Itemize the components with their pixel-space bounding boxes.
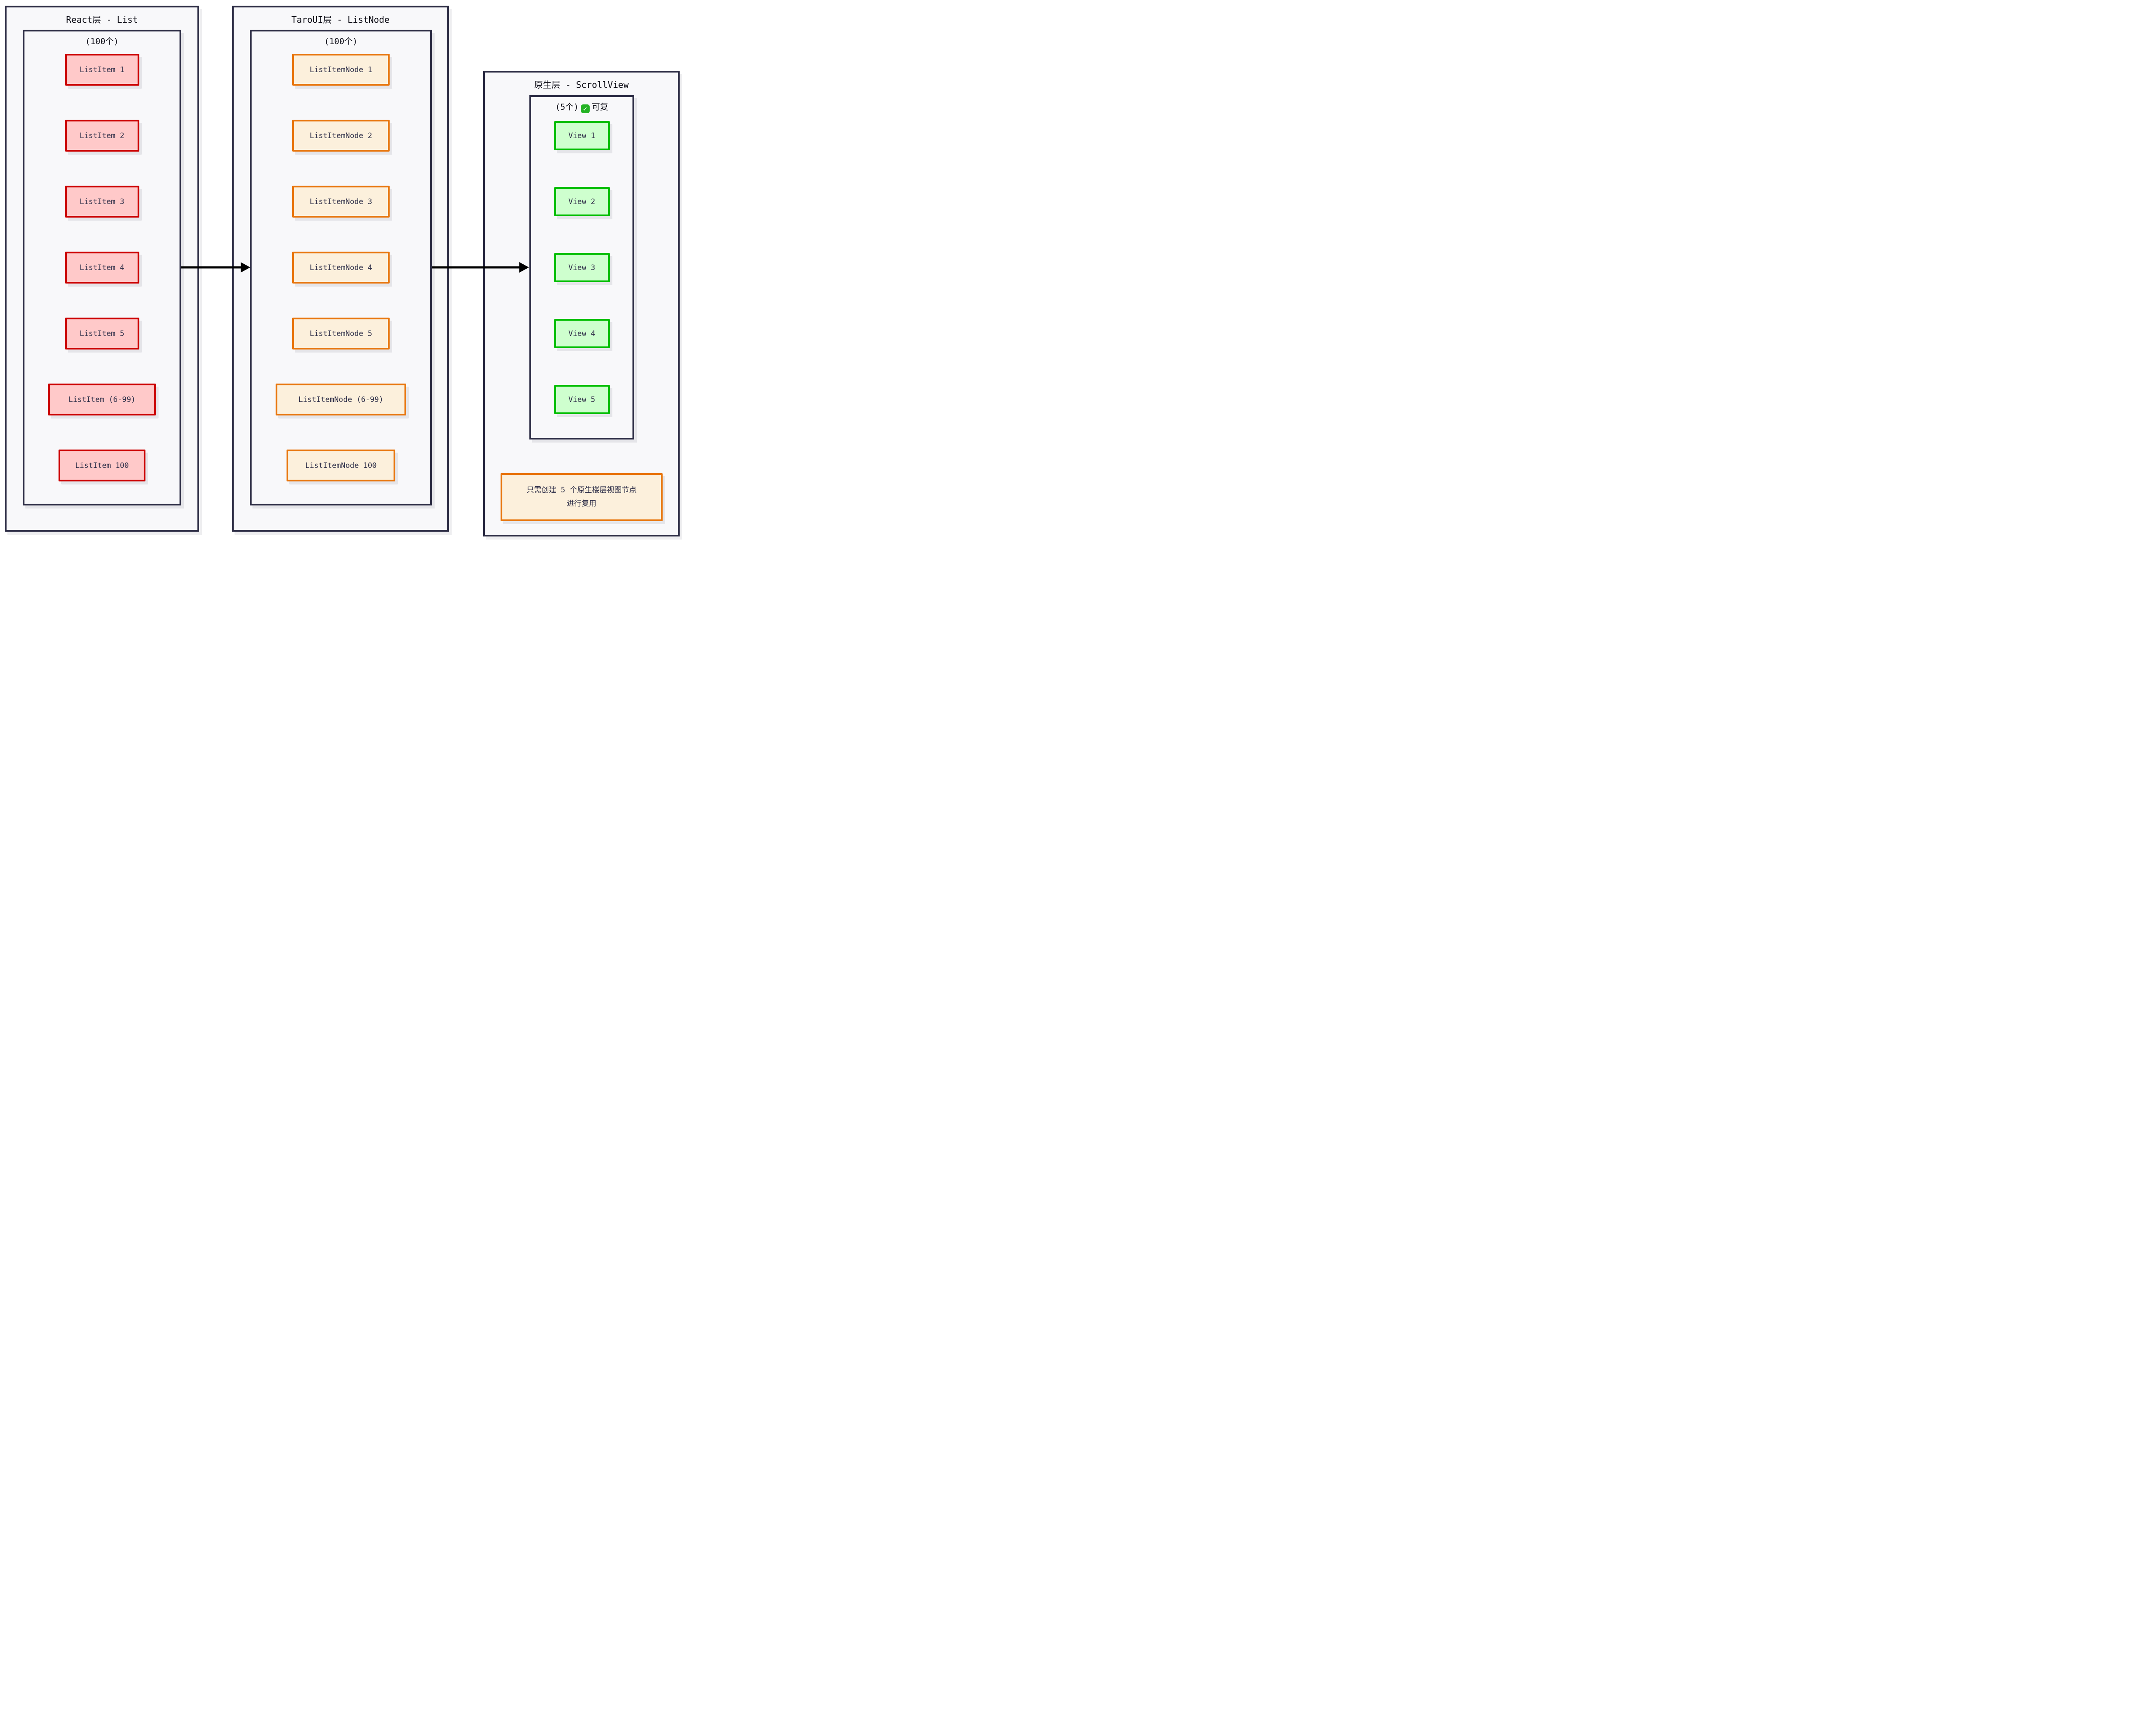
list-item-box: ListItem 5 bbox=[65, 318, 139, 349]
list-item-box: ListItem 4 bbox=[65, 252, 139, 284]
taroui-list-container: (100个) ListItemNode 1 ListItemNode 2 Lis… bbox=[250, 30, 432, 505]
list-item-box: ListItem 100 bbox=[59, 450, 145, 481]
react-count-label: (100个) bbox=[85, 37, 119, 46]
list-item-node-box: ListItemNode 4 bbox=[292, 252, 390, 284]
react-layer-panel: React层 - List (100个) ListItem 1 ListItem… bbox=[5, 6, 199, 532]
react-list-container: (100个) ListItem 1 ListItem 2 ListItem 3 … bbox=[23, 30, 181, 505]
diagram-canvas: React层 - List (100个) ListItem 1 ListItem… bbox=[0, 0, 680, 542]
reuse-note-line2: 进行复用 bbox=[567, 499, 597, 508]
list-item-node-box: ListItemNode 2 bbox=[292, 120, 390, 152]
native-layer-panel: 原生层 - ScrollView (5个)✓可复 View 1 View 2 V… bbox=[483, 71, 680, 536]
native-view-list: View 1 View 2 View 3 View 4 View 5 bbox=[531, 121, 632, 414]
native-count-prefix: (5个) bbox=[555, 102, 579, 112]
native-count-label: (5个)✓可复 bbox=[531, 100, 632, 113]
taroui-count-label: (100个) bbox=[324, 37, 358, 46]
list-item-node-box: ListItemNode 5 bbox=[292, 318, 390, 349]
taroui-layer-panel: TaroUI层 - ListNode (100个) ListItemNode 1… bbox=[232, 6, 449, 532]
native-layer-title: 原生层 - ScrollView bbox=[534, 80, 629, 90]
native-view-container: (5个)✓可复 View 1 View 2 View 3 View 4 View… bbox=[529, 95, 634, 439]
taroui-item-list: ListItemNode 1 ListItemNode 2 ListItemNo… bbox=[252, 54, 430, 481]
list-item-node-box: ListItemNode 3 bbox=[292, 186, 390, 218]
arrow-react-to-taroui bbox=[181, 262, 250, 273]
list-item-box: ListItem 1 bbox=[65, 54, 139, 86]
react-layer-title: React层 - List bbox=[66, 14, 138, 25]
arrow-taroui-to-native bbox=[432, 262, 529, 273]
check-mark-icon: ✓ bbox=[580, 104, 590, 113]
list-item-node-range-box: ListItemNode (6-99) bbox=[276, 384, 406, 415]
list-item-node-box: ListItemNode 100 bbox=[287, 450, 395, 481]
view-box: View 5 bbox=[554, 385, 610, 414]
native-count-suffix: 可复 bbox=[591, 102, 608, 112]
taroui-layer-title: TaroUI层 - ListNode bbox=[291, 14, 390, 25]
reuse-note-line1: 只需创建 5 个原生楼层视图节点 bbox=[526, 485, 637, 495]
view-box: View 4 bbox=[554, 319, 610, 348]
list-item-box: ListItem 2 bbox=[65, 120, 139, 152]
list-item-range-box: ListItem (6-99) bbox=[48, 384, 156, 415]
view-box: View 2 bbox=[554, 187, 610, 216]
reuse-note-box: 只需创建 5 个原生楼层视图节点 进行复用 bbox=[501, 473, 663, 521]
view-box: View 3 bbox=[554, 253, 610, 282]
view-box: View 1 bbox=[554, 121, 610, 150]
list-item-node-box: ListItemNode 1 bbox=[292, 54, 390, 86]
list-item-box: ListItem 3 bbox=[65, 186, 139, 218]
react-item-list: ListItem 1 ListItem 2 ListItem 3 ListIte… bbox=[24, 54, 180, 481]
